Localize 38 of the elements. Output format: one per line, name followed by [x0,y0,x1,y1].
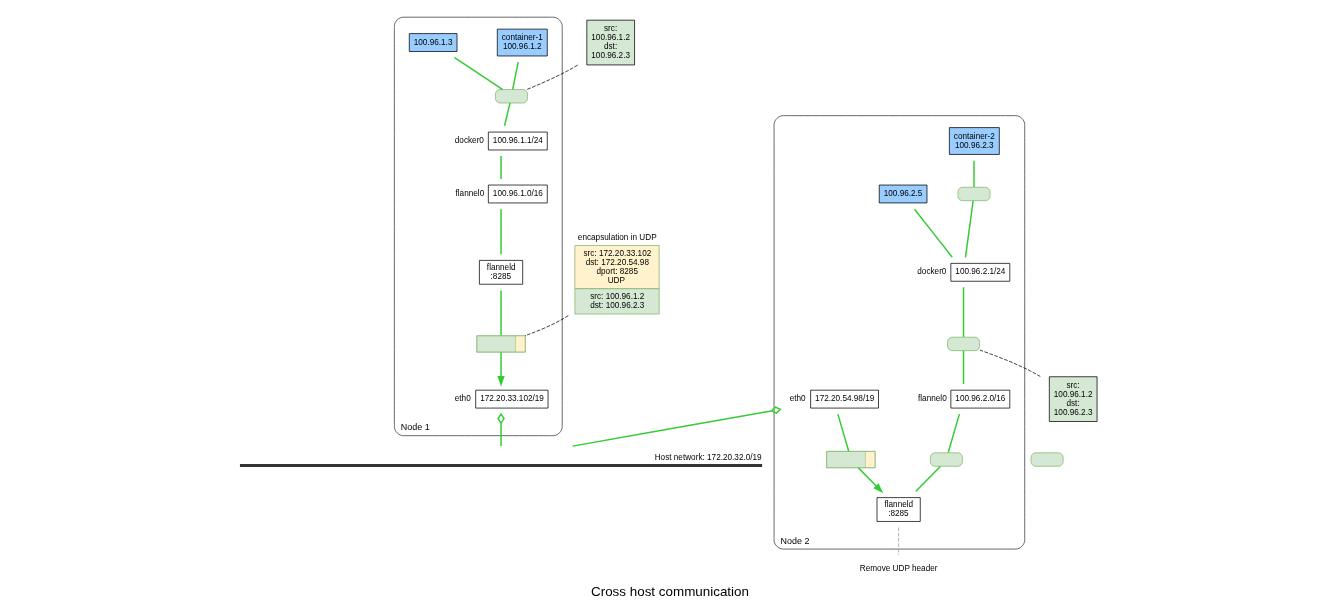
connector [526,64,579,90]
connector [503,102,511,127]
connector [898,527,899,556]
node-label: eth0 [454,394,471,404]
connector [500,208,502,255]
connector [524,315,569,337]
node-bar [239,464,763,467]
node-label: flannel0 [455,189,485,199]
connector [962,286,965,338]
connector [453,56,504,91]
node-label: docker0 [454,136,484,146]
caption: Cross host communication [591,583,749,599]
arrow [857,467,884,494]
node-label: flannel0 [918,394,947,404]
connector [962,350,965,385]
node-label: Host network: 172.20.32.0/19 [654,453,762,463]
node-label: docker0 [917,267,947,277]
node-box [1030,452,1064,467]
connector [497,412,505,447]
node-box [495,89,528,104]
node-box [947,336,980,351]
connector [571,406,782,447]
connector [914,465,942,493]
connector [511,61,519,91]
node-label: eth0 [789,394,806,404]
arrow [497,351,505,387]
connector [500,289,502,337]
connector [947,413,961,454]
connector [837,413,850,453]
node-box [929,452,963,467]
connector [913,208,953,258]
connector [973,159,975,188]
node-box [957,186,991,202]
node-label: encapsulation in UDP [577,233,657,243]
connector [964,200,974,259]
node-text: Remove UDP header [859,563,938,573]
connector [979,349,1041,377]
connector [500,155,502,180]
